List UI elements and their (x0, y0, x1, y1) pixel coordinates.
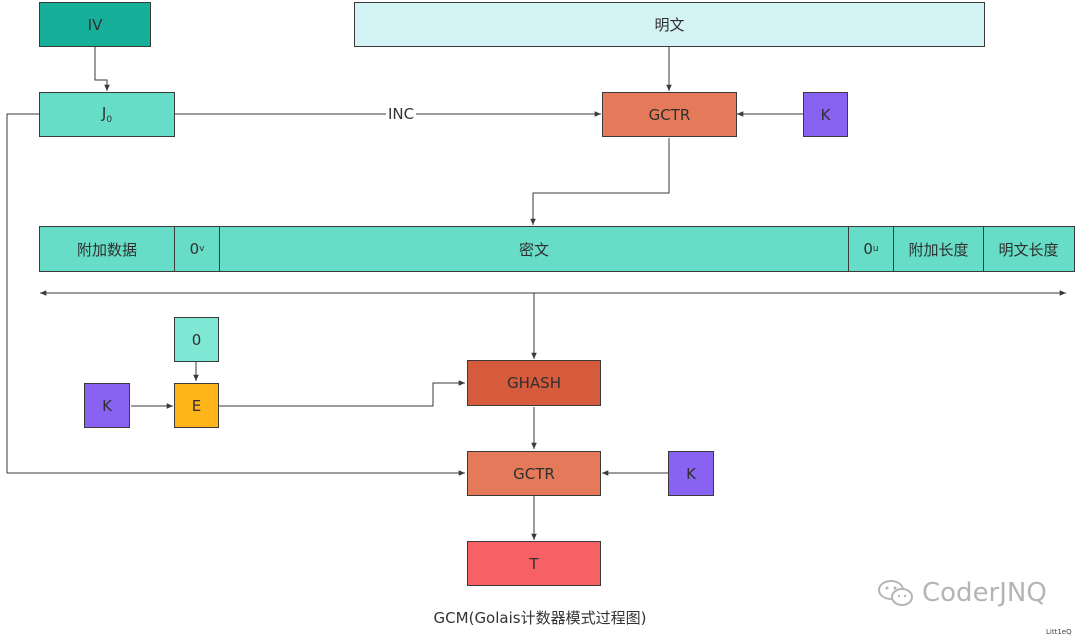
plaintext-label: 明文 (654, 16, 685, 34)
inc-label: INC (386, 105, 417, 123)
key-bottom-box: K (668, 451, 714, 496)
key-top-label: K (820, 105, 831, 124)
edge-e-ghash (219, 380, 465, 407)
edge-gctr-ciphertext (530, 138, 670, 225)
gctr-top-label: GCTR (648, 105, 691, 124)
segment-aad: 附加数据 (40, 227, 175, 271)
watermark-small-text: Litt1eQ (1046, 628, 1072, 636)
iv-box: IV (39, 2, 151, 47)
gctr-bottom-box: GCTR (467, 451, 601, 496)
segment-ciphertext: 密文 (220, 227, 849, 271)
key-mid-box: K (84, 383, 130, 428)
j0-label: J0 (101, 104, 113, 125)
encrypt-box: E (174, 383, 219, 428)
key-mid-label: K (102, 396, 112, 415)
zero-block-box: 0 (174, 317, 219, 362)
segment-plaintext-length: 明文长度 (998, 240, 1059, 259)
watermark: CoderJNQ (876, 578, 1047, 608)
gctr-top-box: GCTR (602, 92, 737, 137)
wechat-icon (878, 580, 913, 606)
ghash-label: GHASH (507, 374, 561, 392)
gctr-bottom-label: GCTR (513, 464, 555, 483)
watermark-text: CoderJNQ (922, 578, 1047, 608)
diagram-caption: GCM(Golais计数器模式过程图) (433, 609, 647, 627)
iv-label: IV (87, 15, 103, 34)
edge-iv-j0 (94, 47, 110, 91)
tag-box: T (467, 541, 601, 586)
zero-block-label: 0 (191, 330, 202, 349)
tag-label: T (529, 554, 539, 573)
encrypt-label: E (191, 396, 202, 415)
j0-box: J0 (39, 92, 175, 137)
edge-j0-gctr-bottom (6, 113, 465, 476)
key-bottom-label: K (686, 464, 696, 483)
key-top-box: K (803, 92, 848, 137)
segment-aad-length: 附加长度 (894, 227, 984, 271)
ghash-box: GHASH (467, 360, 601, 406)
plaintext-box: 明文 (354, 2, 985, 47)
